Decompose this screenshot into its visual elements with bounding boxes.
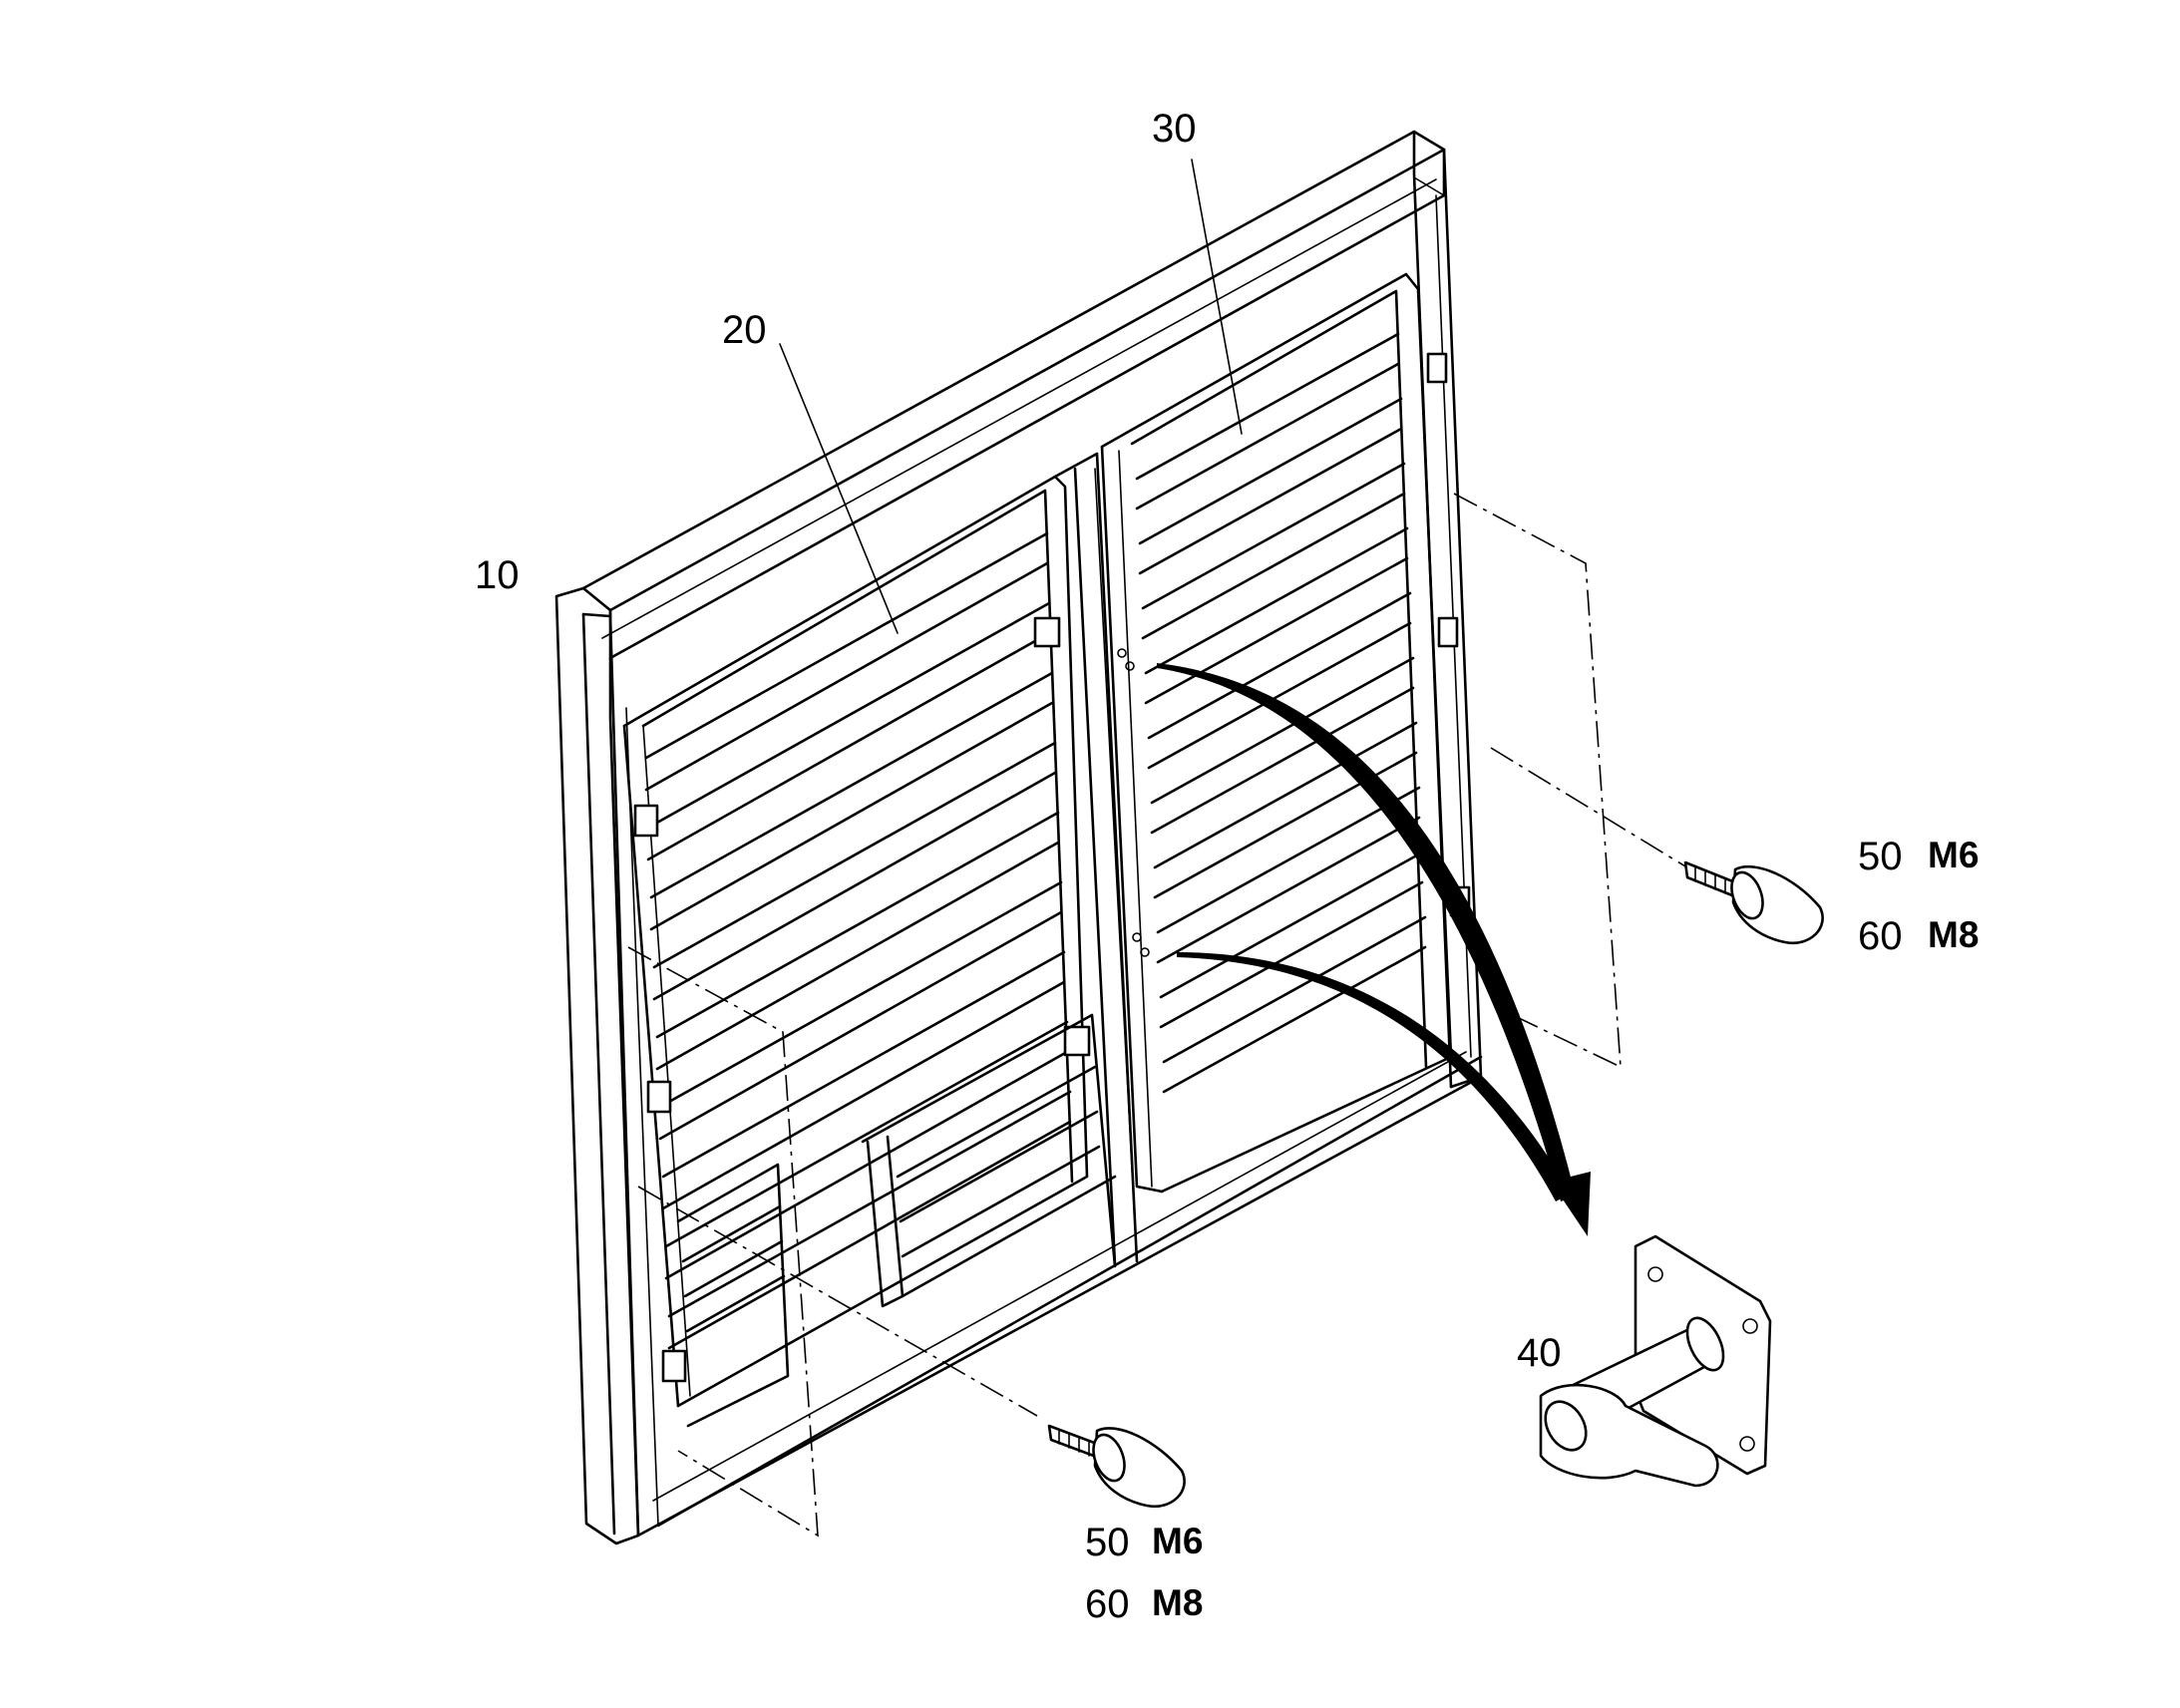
right-louver-panel: [1100, 272, 1471, 1194]
left-louver-slats: [644, 531, 1072, 1350]
relocation-arrows: [1157, 663, 1591, 1236]
outer-frame: [554, 130, 1483, 1545]
callout-left-louver: 20: [722, 308, 767, 352]
fastener-right-ref-a: 50: [1858, 835, 1903, 878]
left-louver-panel: [622, 475, 1091, 1408]
assembly-centerlines: [627, 493, 1696, 1537]
fastener-bottom-spec-a: M6: [1152, 1521, 1203, 1561]
callout-frame: 10: [475, 553, 520, 597]
fastener-right-spec-b: M8: [1928, 914, 1979, 955]
center-mullion: [1053, 452, 1139, 1266]
fastener-bottom-ref-a: 50: [1085, 1521, 1130, 1564]
fastener-right-ref-b: 60: [1858, 914, 1903, 958]
hold-open-stop: [1539, 1234, 1772, 1488]
fastener-bottom-spec-b: M8: [1152, 1582, 1203, 1623]
mounting-holes: [1117, 648, 1150, 957]
leader-lines: [779, 159, 1243, 634]
right-louver-slats: [1135, 332, 1427, 1094]
arrowhead-icon: [1551, 1172, 1591, 1236]
lower-opening-frame: [676, 1013, 1117, 1428]
fastener-right-spec-a: M6: [1928, 835, 1979, 875]
fastener-bottom-ref-b: 60: [1085, 1582, 1130, 1626]
callout-right-louver: 30: [1152, 107, 1197, 151]
callout-hold-open-stop: 40: [1517, 1331, 1562, 1375]
left-hinges: [633, 804, 687, 1383]
bumper-fastener-bottom: [1047, 1424, 1186, 1509]
latch-bracket-lower: [1063, 1025, 1091, 1057]
latch-bracket-upper: [1033, 616, 1061, 648]
bumper-fastener-right: [1683, 860, 1824, 945]
